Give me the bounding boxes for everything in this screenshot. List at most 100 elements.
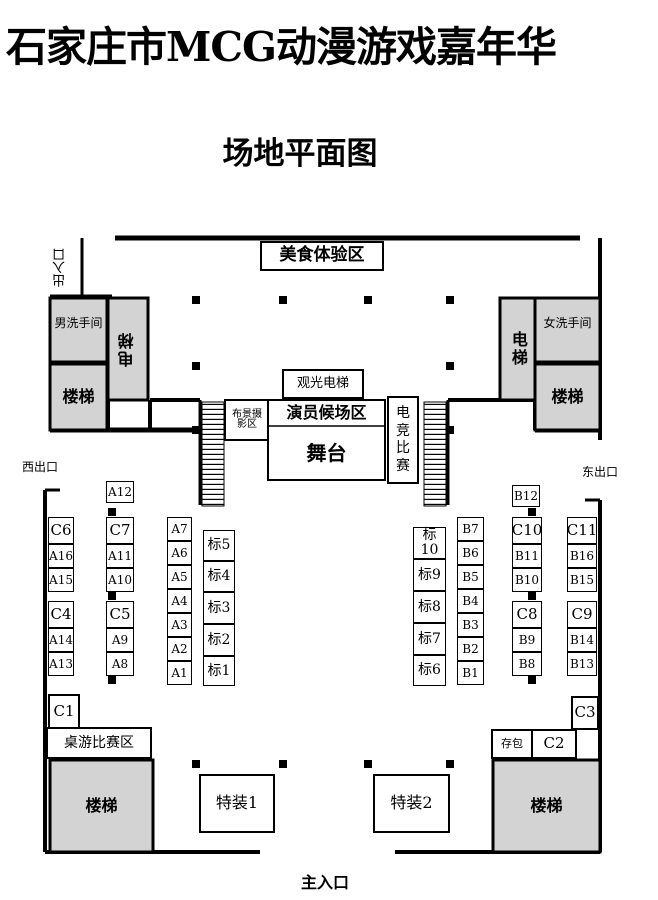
pillar: [279, 760, 287, 768]
pillar: [192, 362, 200, 370]
booth-C2: C2: [543, 734, 565, 753]
booth-A13: A13: [48, 652, 74, 676]
pillar: [364, 296, 372, 304]
booth-A9: A9: [106, 628, 134, 652]
booth-C5: C5: [106, 601, 134, 628]
elevator-right-label: 电梯: [508, 331, 528, 367]
booth-A4: A4: [167, 589, 192, 613]
exit-east-label: 东出口: [582, 464, 619, 479]
pillar: [528, 592, 536, 600]
backdrop-photo-label: 布景摄影区: [232, 408, 262, 430]
main-entrance-label: 主入口: [300, 872, 349, 892]
booth-C1-box: [48, 694, 80, 729]
booth-S1: 标1: [203, 656, 235, 686]
booth-B11: B11: [512, 544, 542, 568]
pillars: [108, 296, 536, 768]
booth-C10: C10: [512, 517, 542, 544]
page-subtitle: 场地平面图: [222, 136, 378, 172]
staircase-left: [201, 401, 225, 507]
esports-box: [387, 396, 419, 484]
booth-B14: B14: [567, 628, 597, 652]
waiting-zone-label: 演员候场区: [286, 402, 367, 422]
booth-A2: A2: [167, 637, 192, 661]
stage-box: [267, 399, 386, 481]
exit-west-label: 西出口: [22, 459, 59, 474]
booth-C3: C3: [574, 703, 596, 722]
page-title: 石家庄市MCG动漫游戏嘉年华: [6, 23, 557, 71]
pillar: [108, 592, 116, 600]
restroom-female-label: 女洗手间: [543, 315, 592, 330]
bag-storage-box: [491, 729, 533, 759]
booth-C7: C7: [106, 517, 134, 544]
booth-S10: 标10: [413, 527, 446, 559]
booth-A1: A1: [167, 661, 192, 685]
board-game-label: 桌游比赛区: [64, 734, 134, 751]
booth-S5: 标5: [203, 530, 235, 561]
booth-C8: C8: [512, 601, 542, 628]
booth-B3: B3: [457, 613, 484, 637]
board-game-box: [46, 727, 152, 759]
booth-B6: B6: [457, 541, 484, 565]
booth-A14: A14: [48, 628, 74, 652]
booth-A16: A16: [48, 544, 74, 568]
special1-box: [199, 774, 275, 833]
special1-label: 特装1: [215, 793, 259, 813]
booth-B9: B9: [512, 628, 542, 652]
booth-A11: A11: [106, 544, 134, 568]
booth-A8: A8: [106, 652, 134, 676]
elevator-right-room: [498, 296, 537, 402]
booth-S8: 标8: [413, 591, 446, 623]
pillar: [446, 760, 454, 768]
entrance-top-left-label: 出入口: [53, 248, 69, 287]
booth-B1: B1: [457, 661, 484, 685]
booth-A7: A7: [167, 517, 192, 541]
booth-C1: C1: [53, 701, 75, 720]
booth-C11: C11: [567, 517, 597, 544]
booth-S9: 标9: [413, 559, 446, 591]
sightseeing-elevator-label: 观光电梯: [296, 376, 349, 392]
booth-B13: B13: [567, 652, 597, 676]
booth-B5: B5: [457, 565, 484, 589]
booth-A5: A5: [167, 565, 192, 589]
booth-S4: 标4: [203, 561, 235, 592]
elevator-left-label: 电梯: [117, 331, 137, 367]
booth-A10: A10: [106, 568, 134, 592]
elevator-left-room: [106, 296, 150, 402]
booth-A3: A3: [167, 613, 192, 637]
booth-S6: 标6: [413, 655, 446, 686]
booth-S2: 标2: [203, 624, 235, 656]
pillar: [192, 426, 200, 434]
stairs-right-room: [533, 362, 602, 432]
pillar: [192, 760, 200, 768]
restroom-male-label: 男洗手间: [54, 315, 103, 330]
booth-B7: B7: [457, 517, 484, 541]
booth-C4: C4: [48, 601, 74, 628]
esports-label: 电竞比赛: [396, 405, 410, 474]
pillar: [108, 508, 116, 516]
backdrop-photo-box: [224, 399, 269, 441]
booth-B12: B12: [512, 485, 540, 507]
pillar: [446, 296, 454, 304]
pillar: [108, 676, 116, 684]
booth-B4: B4: [457, 589, 484, 613]
stairs-bottom-left-label: 楼梯: [85, 795, 118, 815]
pillar: [446, 426, 454, 434]
booth-A15: A15: [48, 568, 74, 592]
pillar: [192, 296, 200, 304]
pillar: [364, 760, 372, 768]
sightseeing-elevator-box: [282, 369, 364, 399]
stairs-left-label: 楼梯: [62, 386, 95, 406]
pillar: [279, 296, 287, 304]
booth-B15: B15: [567, 568, 597, 592]
stairs-left-room: [48, 362, 109, 432]
stairs-bottom-left-room: [48, 758, 155, 854]
booth-C2-box: [531, 729, 577, 759]
bag-storage-label: 存包: [501, 737, 523, 751]
booth-B2: B2: [457, 637, 484, 661]
pillar: [446, 362, 454, 370]
booth-A12: A12: [106, 481, 134, 503]
special2-box: [373, 774, 450, 833]
stairs-bottom-right-room: [491, 758, 602, 854]
booth-B8: B8: [512, 652, 542, 676]
food-zone-label: 美食体验区: [279, 245, 365, 266]
